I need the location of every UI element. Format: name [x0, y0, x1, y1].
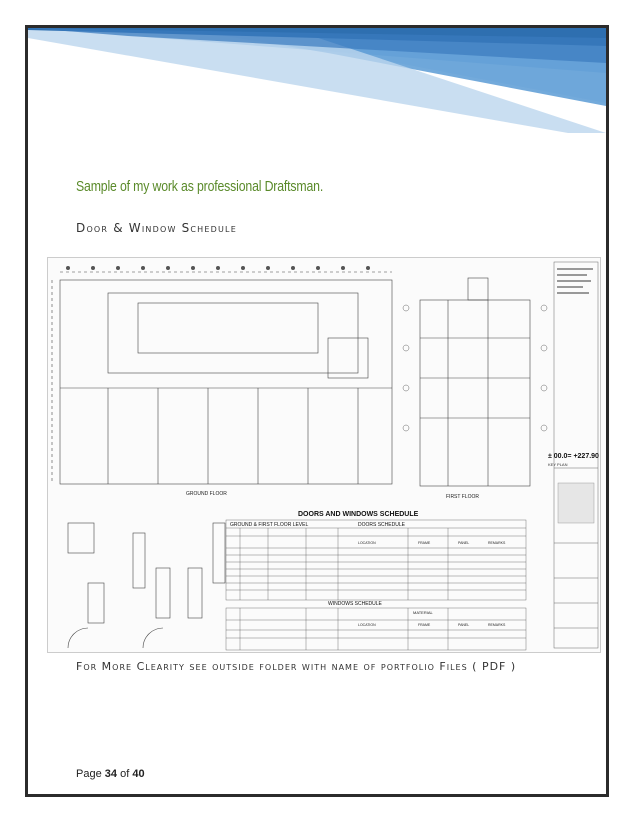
level-label: ± 00.0= +227.90: [548, 453, 599, 460]
window-remarks-header: REMARKS: [488, 623, 506, 627]
cad-drawing: GROUND FLOOR FIRST FLOOR ± 00.0= +227.90: [47, 257, 601, 653]
section-subtitle: Sample of my work as professional Drafts…: [76, 178, 324, 195]
section-heading: Door & Window Schedule: [76, 221, 237, 235]
page-current: 34: [104, 768, 118, 780]
window-material-header: MATERIAL: [413, 610, 433, 615]
first-floor-gridmarks: [402, 304, 548, 432]
window-location-header: LOCATION: [358, 623, 376, 627]
ground-first-label: GROUND & FIRST FLOOR LEVEL: [230, 522, 308, 528]
clarity-note: For More Clearity see outside folder wit…: [76, 660, 517, 673]
window-panel-header: PANEL: [458, 623, 469, 627]
door-panel-header: PANEL: [458, 541, 469, 545]
ground-floor-gridmarks: [66, 266, 370, 270]
windows-schedule-label: WINDOWS SCHEDULE: [328, 601, 383, 607]
header-banner: [28, 28, 606, 133]
ground-floor-label: GROUND FLOOR: [186, 491, 227, 497]
schedule-title: DOORS AND WINDOWS SCHEDULE: [298, 511, 419, 518]
page-prefix: Page: [76, 768, 102, 780]
door-frame-header: FRAME: [418, 541, 431, 545]
page-of: of: [120, 768, 130, 780]
windows-schedule-table: [225, 607, 527, 651]
doors-schedule-table: [225, 519, 527, 601]
doors-schedule-label: DOORS SCHEDULE: [358, 522, 406, 528]
window-frame-header: FRAME: [418, 623, 431, 627]
key-plan-label: KEY PLAN: [548, 462, 568, 467]
first-floor-plan: [419, 277, 531, 487]
page-footer: Page 34 of 40: [76, 768, 145, 780]
ground-floor-plan: [51, 271, 393, 485]
page-total: 40: [132, 768, 145, 780]
door-elevations: [67, 522, 226, 649]
first-floor-label: FIRST FLOOR: [446, 494, 479, 500]
door-remarks-header: REMARKS: [488, 541, 506, 545]
page-frame: Sample of my work as professional Drafts…: [25, 25, 609, 797]
door-location-header: LOCATION: [358, 541, 376, 545]
title-block: [553, 261, 599, 649]
key-plan-graphic: [557, 482, 595, 524]
